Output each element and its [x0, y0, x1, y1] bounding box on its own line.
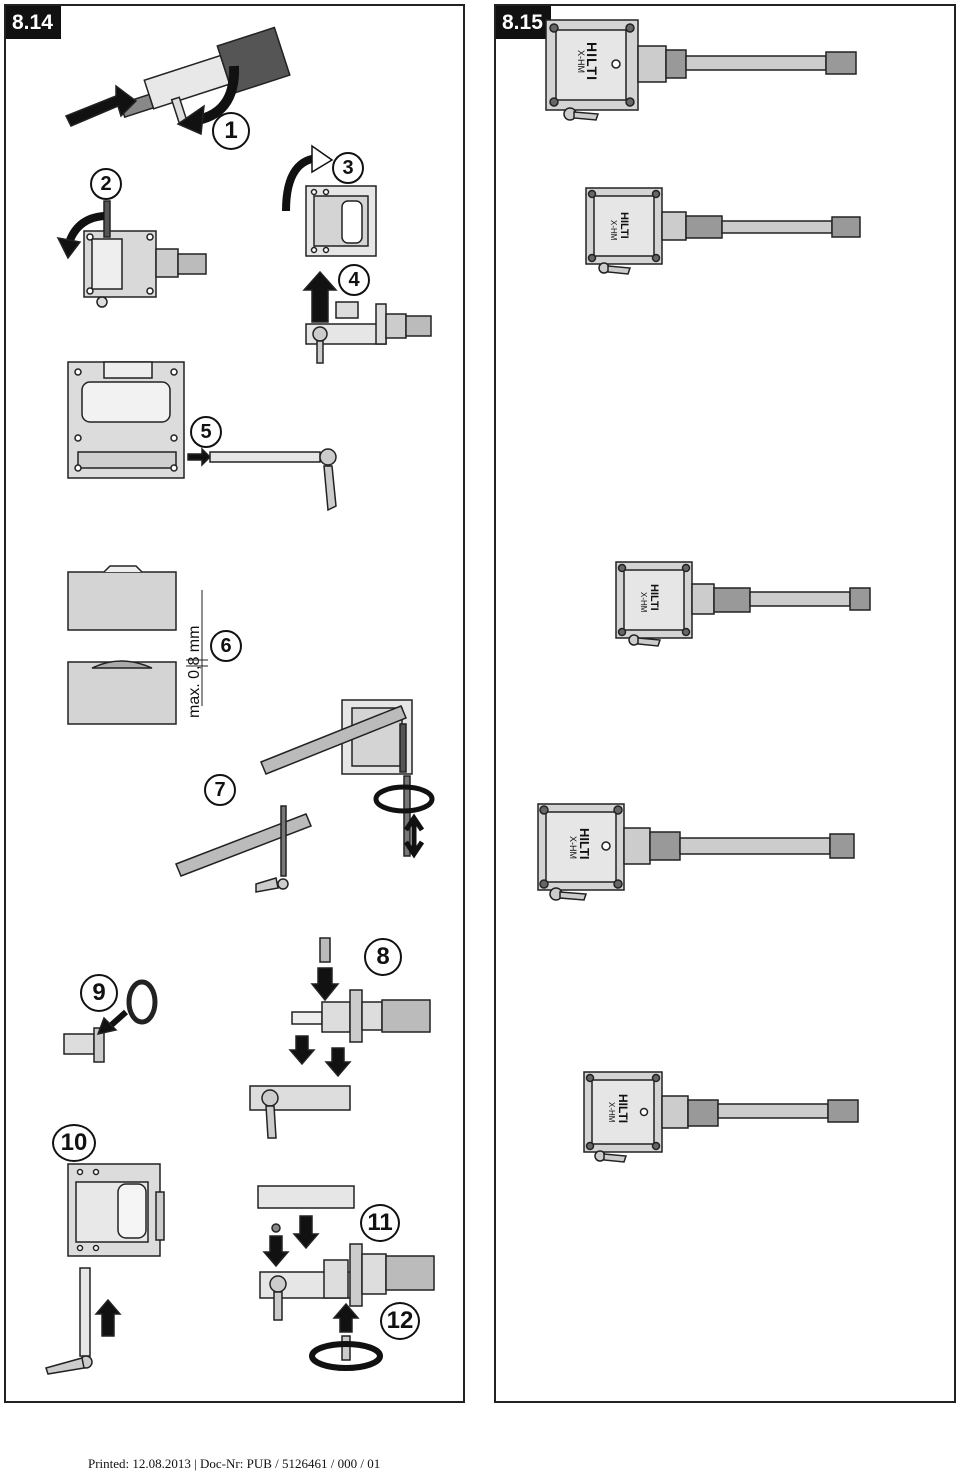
brand-logo-1: HILTI: [584, 42, 600, 81]
step2-drawing: [56, 200, 207, 308]
step-number-8: 8: [364, 938, 402, 976]
step9-drawing: [63, 979, 158, 1063]
step7-drawing: [175, 699, 435, 893]
step-number-6: 6: [210, 630, 242, 662]
footer-print-info: Printed: 12.08.2013 | Doc-Nr: PUB / 5126…: [88, 1456, 381, 1471]
illustration-8-15: [537, 19, 871, 1163]
step-number-7: 7: [204, 774, 236, 806]
step10-drawing: [45, 1163, 165, 1375]
step8-drawing: [249, 937, 431, 1139]
brand-logo-5: HILTI: [616, 1094, 630, 1124]
lock-assembly-5: [583, 1071, 859, 1163]
model-text-2: X-HM: [609, 220, 618, 241]
lock-assembly-4: [537, 803, 855, 901]
lock-assembly-3: [615, 561, 871, 647]
panel-8-14: 8.14: [4, 4, 465, 1403]
step-number-1: 1: [212, 112, 250, 150]
step3-drawing: [282, 144, 377, 257]
dimension-label: max. 0,8 mm: [186, 625, 203, 718]
brand-logo-4: HILTI: [577, 828, 592, 860]
step-number-5: 5: [190, 416, 222, 448]
step-number-11: 11: [360, 1204, 400, 1242]
step-number-2: 2: [90, 168, 122, 200]
model-text-5: X-HM: [607, 1102, 616, 1123]
lock-assembly-1: [545, 19, 857, 121]
step-number-12: 12: [380, 1302, 420, 1340]
step5-drawing: [67, 361, 337, 512]
figure-label-8-14: 8.14: [6, 6, 61, 39]
step6-drawing: [67, 565, 208, 725]
step4-drawing: [302, 270, 432, 364]
step1-drawing: [64, 26, 291, 136]
step-number-3: 3: [332, 152, 364, 184]
brand-logo-2: HILTI: [618, 212, 630, 239]
step-number-9: 9: [80, 974, 118, 1012]
model-text-4: X-HM: [568, 836, 578, 859]
lock-assembly-2: [585, 187, 861, 275]
illustration-8-14: [45, 26, 435, 1375]
step-number-4: 4: [338, 264, 370, 296]
model-text-3: X-HM: [639, 592, 648, 613]
brand-logo-3: HILTI: [648, 584, 660, 611]
panel-8-15: 8.15: [494, 4, 956, 1403]
step11-12-drawing: [257, 1185, 435, 1371]
model-text-1: X-HM: [576, 50, 586, 73]
figure-label-8-15: 8.15: [496, 6, 551, 39]
step-number-10: 10: [52, 1124, 96, 1162]
